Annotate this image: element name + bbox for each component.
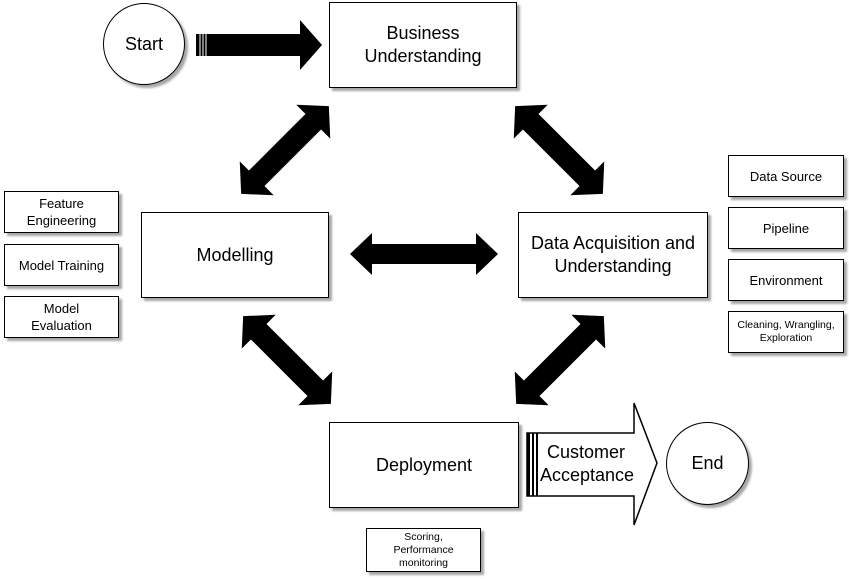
task-label: Evaluation <box>31 318 92 333</box>
data-acquisition-box: Data Acquisition and Understanding <box>518 212 708 298</box>
task-label: Engineering <box>26 213 97 228</box>
task-cleaning-wrangling: Cleaning, Wrangling, Exploration <box>728 311 844 353</box>
business-modelling-arrow <box>239 104 331 196</box>
modelling-box: Modelling <box>141 212 329 298</box>
business-dataacq-arrow <box>513 104 605 196</box>
deployment-box: Deployment <box>329 422 519 508</box>
start-label: Start <box>124 33 163 54</box>
task-label: Feature <box>39 196 84 211</box>
business-line1: Business <box>386 23 460 43</box>
business-understanding-box: Business Understanding <box>329 2 517 88</box>
task-label: Model <box>43 301 80 316</box>
customer-acceptance-label: Customer Acceptance <box>540 441 635 487</box>
task-model-training: Model Training <box>4 244 119 286</box>
task-label: Environment <box>749 272 823 288</box>
task-label: monitoring <box>398 556 449 569</box>
task-label: Scoring, <box>404 530 443 543</box>
task-label: Cleaning, Wrangling, <box>737 319 835 331</box>
customer-line1: Customer <box>546 442 626 462</box>
start-to-business-arrow <box>196 20 322 70</box>
modelling-dataacq-arrow <box>350 233 498 275</box>
task-scoring-monitoring: Scoring, Performance monitoring <box>366 528 481 572</box>
task-label: Pipeline <box>762 220 810 236</box>
task-feature-engineering: Feature Engineering <box>4 191 119 233</box>
customer-line2: Acceptance <box>540 465 635 485</box>
customer-acceptance-arrow <box>526 402 658 526</box>
task-label: Model Training <box>18 257 105 273</box>
deployment-label: Deployment <box>375 454 473 475</box>
task-label: Performance <box>393 543 454 556</box>
end-node: End <box>666 422 749 505</box>
task-pipeline: Pipeline <box>728 207 844 249</box>
task-environment: Environment <box>728 259 844 301</box>
start-node: Start <box>103 3 185 85</box>
task-model-evaluation: Model Evaluation <box>4 296 119 338</box>
modelling-deployment-arrow <box>241 314 333 406</box>
modelling-label: Modelling <box>196 244 274 265</box>
dataacq-deployment-arrow <box>514 314 606 406</box>
data-acq-line2: Understanding <box>554 256 672 276</box>
task-label: Data Source <box>749 168 823 184</box>
business-line2: Understanding <box>364 46 482 66</box>
end-label: End <box>691 453 724 473</box>
task-label: Exploration <box>759 332 813 344</box>
data-acq-line1: Data Acquisition and <box>530 233 696 253</box>
task-data-source: Data Source <box>728 155 844 197</box>
